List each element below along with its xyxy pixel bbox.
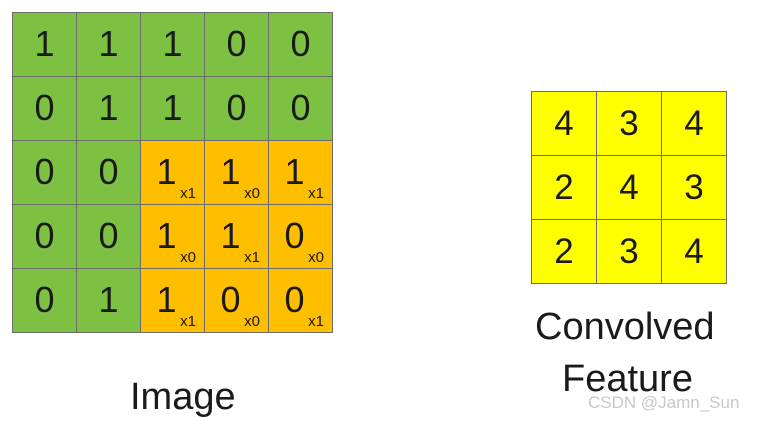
feature-cell: 4 (661, 91, 727, 156)
image-cell-value: 1 (220, 215, 241, 256)
image-cell: 1 (12, 12, 77, 77)
feature-cell: 4 (596, 155, 662, 220)
image-cell-value: 1 (220, 151, 241, 192)
image-cell: 1 (76, 76, 141, 141)
image-cell-value: 0 (98, 215, 119, 256)
image-cell: 1 (76, 12, 141, 77)
image-cell-value: 0 (226, 23, 247, 64)
convolved-feature-label: Convolved (535, 306, 715, 348)
kernel-weight: x1 (308, 185, 324, 202)
feature-row: 4 3 4 (531, 91, 727, 156)
feature-cell: 2 (531, 155, 597, 220)
convolved-feature-matrix: 4 3 4 2 4 3 2 3 4 (531, 91, 727, 284)
image-cell: 1 (140, 12, 205, 77)
feature-cell: 4 (661, 219, 727, 284)
image-cell-value: 1 (98, 87, 119, 128)
feature-cell: 4 (531, 91, 597, 156)
feature-row: 2 4 3 (531, 155, 727, 220)
watermark: CSDN @Jamn_Sun (588, 393, 740, 412)
image-cell-value: 1 (98, 23, 119, 64)
feature-cell: 3 (596, 219, 662, 284)
image-label: Image (130, 376, 236, 418)
image-cell-value: 0 (284, 215, 305, 256)
image-row: 0 1 1 0 0 (12, 76, 333, 141)
image-cell-value: 1 (156, 279, 177, 320)
image-cell-value: 0 (290, 23, 311, 64)
kernel-weight: x1 (308, 313, 324, 330)
feature-row: 2 3 4 (531, 219, 727, 284)
image-cell: 0 (268, 12, 333, 77)
convolved-feature-label: Feature (562, 358, 693, 400)
image-cell-value: 1 (156, 215, 177, 256)
image-cell: 0 (268, 76, 333, 141)
image-cell: 0 (12, 204, 77, 269)
image-cell-value: 0 (34, 151, 55, 192)
image-cell-value: 0 (226, 87, 247, 128)
kernel-weight: x1 (244, 249, 260, 266)
image-cell: 0 (204, 76, 269, 141)
image-cell: 0 (12, 140, 77, 205)
image-cell-value: 0 (34, 87, 55, 128)
image-cell: 0 (204, 12, 269, 77)
image-cell: 0 (76, 204, 141, 269)
kernel-weight: x1 (180, 313, 196, 330)
kernel-weight: x0 (308, 249, 324, 266)
feature-cell: 2 (531, 219, 597, 284)
image-cell-value: 1 (156, 151, 177, 192)
image-cell-value: 0 (98, 151, 119, 192)
kernel-weight: x1 (180, 185, 196, 202)
image-cell-value: 1 (284, 151, 305, 192)
feature-cell: 3 (596, 91, 662, 156)
image-cell-value: 0 (284, 279, 305, 320)
image-cell: 1 (140, 76, 205, 141)
image-cell-value: 1 (162, 23, 183, 64)
kernel-weight: x0 (244, 185, 260, 202)
image-cell-value: 0 (34, 215, 55, 256)
image-cell-value: 1 (162, 87, 183, 128)
image-row: 1 1 1 0 0 (12, 12, 333, 77)
image-cell: 0 (12, 76, 77, 141)
image-cell: 0 (12, 268, 77, 333)
kernel-weight: x0 (180, 249, 196, 266)
image-cell-value: 0 (34, 279, 55, 320)
image-cell: 0 (76, 140, 141, 205)
kernel-weight: x0 (244, 313, 260, 330)
image-cell-value: 0 (290, 87, 311, 128)
image-cell-value: 0 (220, 279, 241, 320)
image-cell-value: 1 (98, 279, 119, 320)
image-cell: 1 (76, 268, 141, 333)
image-cell-value: 1 (34, 23, 55, 64)
feature-cell: 3 (661, 155, 727, 220)
